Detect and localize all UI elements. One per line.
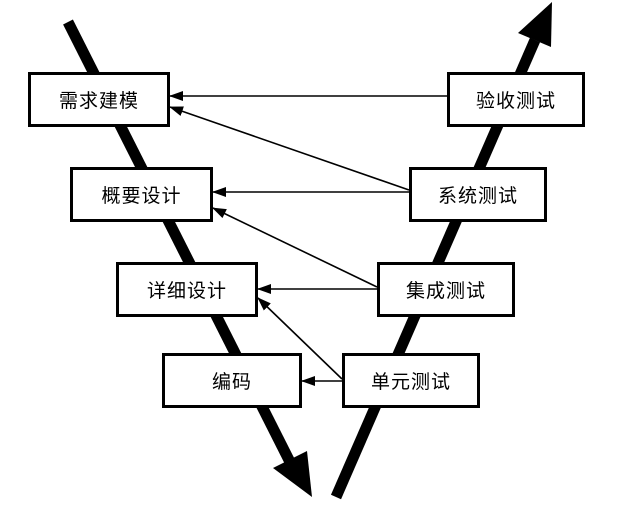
high-level-design-box: 概要设计 [70,167,213,222]
requirements-modeling-box: 需求建模 [28,72,170,127]
acceptance-testing-box: 验收测试 [447,72,585,127]
system-testing-box: 系统测试 [409,167,547,222]
arrow-system-to-requirements [169,106,410,191]
connector-arrows [169,91,447,386]
arrow-unit-to-detailed [257,297,343,380]
arrow-integration-to-high-level [212,207,378,288]
unit-testing-box: 单元测试 [342,353,480,408]
integration-testing-box: 集成测试 [377,262,515,317]
coding-box: 编码 [162,353,302,408]
detailed-design-box: 详细设计 [116,262,258,317]
